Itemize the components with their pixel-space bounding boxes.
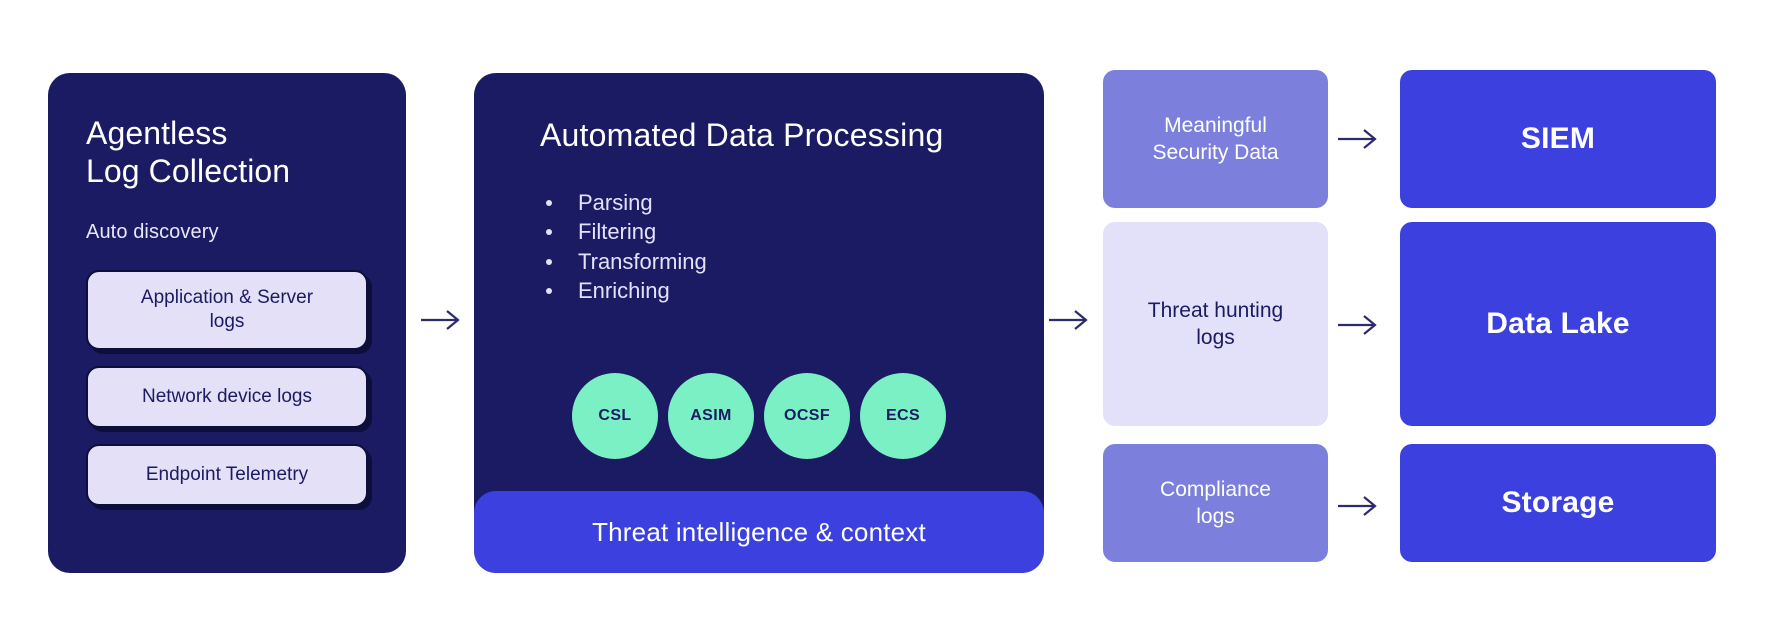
arrow-right-icon-collection-to-processing (418, 305, 464, 335)
schema-circle-row: CSL ASIM OCSF ECS (474, 373, 1044, 459)
destination-data-lake[interactable]: Data Lake (1400, 222, 1716, 426)
processing-step-parsing: Parsing (540, 188, 1044, 217)
processing-step-transforming: Transforming (540, 247, 1044, 276)
processing-title: Automated Data Processing (540, 117, 944, 153)
schema-badge-ecs[interactable]: ECS (860, 373, 946, 459)
log-source-list: Application & Server logs Network device… (86, 269, 368, 507)
arrow-right-icon-compliance-to-storage (1335, 491, 1381, 521)
log-source-application-server[interactable]: Application & Server logs (86, 269, 368, 351)
destination-storage[interactable]: Storage (1400, 444, 1716, 562)
arrow-right-icon-threat-hunting-to-data-lake (1335, 310, 1381, 340)
threat-intelligence-banner: Threat intelligence & context (474, 491, 1044, 573)
output-compliance-logs[interactable]: Compliance logs (1103, 444, 1328, 562)
schema-badge-csl[interactable]: CSL (572, 373, 658, 459)
automated-data-processing-card: Automated Data Processing Parsing Filter… (474, 73, 1044, 573)
arrow-right-icon-processing-to-outputs (1046, 305, 1092, 335)
processing-step-filtering: Filtering (540, 217, 1044, 246)
schema-badge-asim[interactable]: ASIM (668, 373, 754, 459)
processing-step-list: Parsing Filtering Transforming Enriching (540, 188, 1044, 305)
output-threat-hunting-logs[interactable]: Threat hunting logs (1103, 222, 1328, 426)
log-source-network-device[interactable]: Network device logs (86, 366, 368, 429)
log-source-endpoint-telemetry[interactable]: Endpoint Telemetry (86, 444, 368, 507)
collection-title: Agentless Log Collection (86, 115, 291, 189)
destination-siem[interactable]: SIEM (1400, 70, 1716, 208)
schema-badge-ocsf[interactable]: OCSF (764, 373, 850, 459)
collection-subtitle: Auto discovery (86, 220, 219, 243)
agentless-log-collection-card: Agentless Log Collection Auto discovery … (48, 73, 406, 573)
processing-step-enriching: Enriching (540, 276, 1044, 305)
output-meaningful-security-data[interactable]: Meaningful Security Data (1103, 70, 1328, 208)
arrow-right-icon-meaningful-to-siem (1335, 124, 1381, 154)
